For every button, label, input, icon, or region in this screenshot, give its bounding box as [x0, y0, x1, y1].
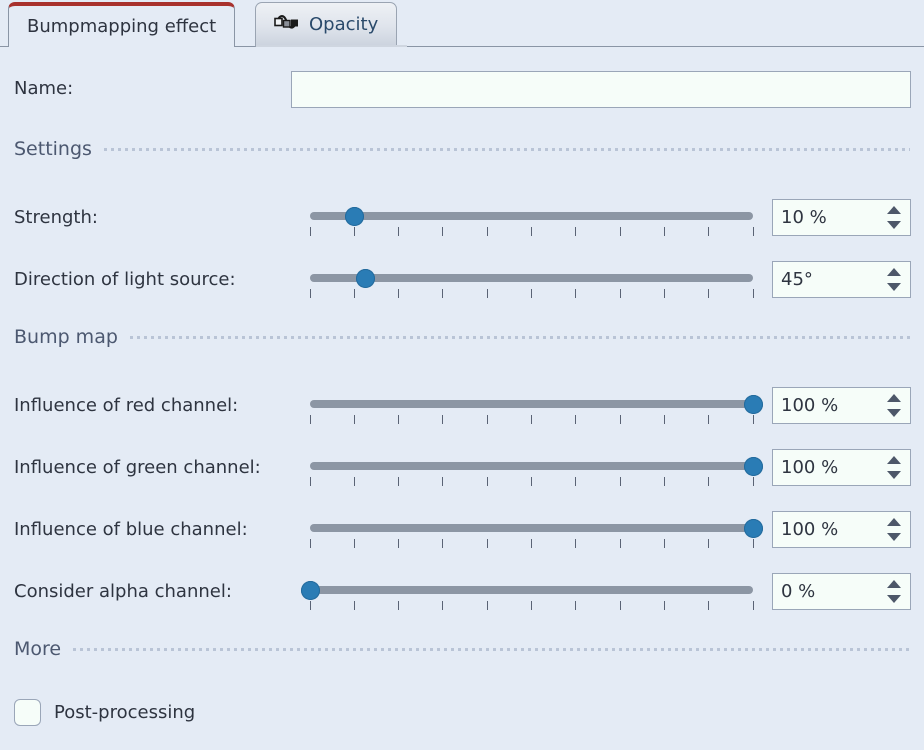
spin-up-arrow-icon[interactable] — [887, 580, 901, 588]
slider-ticks — [309, 227, 754, 236]
slider[interactable] — [309, 269, 754, 298]
tab-bumpmapping-effect[interactable]: Bumpmapping effect — [8, 2, 236, 47]
spinbox[interactable]: 0 % — [772, 573, 911, 610]
spin-up-arrow-icon[interactable] — [887, 268, 901, 276]
slider-track[interactable] — [310, 462, 753, 470]
row-label: Influence of blue channel: — [14, 519, 248, 540]
section-bump-map-title: Bump map — [14, 326, 118, 348]
slider-track[interactable] — [310, 274, 753, 282]
section-more: More — [0, 636, 924, 662]
slider-ticks — [309, 289, 754, 298]
section-bump-map: Bump map — [0, 324, 924, 350]
spinbox[interactable]: 100 % — [772, 511, 911, 548]
opacity-curve-icon — [274, 13, 300, 37]
post-processing-checkbox[interactable] — [14, 699, 41, 726]
name-label: Name: — [14, 78, 74, 99]
spin-down-arrow-icon[interactable] — [887, 221, 901, 229]
spinbox-buttons — [878, 512, 910, 547]
spinbox-value[interactable]: 100 % — [781, 519, 839, 540]
slider-handle[interactable] — [345, 207, 365, 226]
spinbox[interactable]: 45° — [772, 261, 911, 298]
tab-bar-underline — [0, 46, 924, 47]
spin-up-arrow-icon[interactable] — [887, 518, 901, 526]
spin-down-arrow-icon[interactable] — [887, 533, 901, 541]
slider-handle[interactable] — [744, 519, 763, 538]
spinbox-value[interactable]: 0 % — [781, 581, 816, 602]
slider[interactable] — [309, 207, 754, 236]
spinbox-buttons — [878, 262, 910, 297]
spin-down-arrow-icon[interactable] — [887, 409, 901, 417]
slider-track[interactable] — [310, 524, 753, 532]
tab-bumpmapping-effect-label: Bumpmapping effect — [27, 15, 217, 37]
row-label: Consider alpha channel: — [14, 581, 232, 602]
spinbox[interactable]: 10 % — [772, 199, 911, 236]
slider-handle[interactable] — [744, 395, 763, 414]
spinbox-value[interactable]: 10 % — [781, 207, 827, 228]
spinbox[interactable]: 100 % — [772, 449, 911, 486]
row-label: Influence of green channel: — [14, 457, 261, 478]
tab-bar: Bumpmapping effect Opacity — [0, 0, 924, 48]
section-settings: Settings — [0, 136, 924, 162]
slider-handle[interactable] — [301, 581, 320, 600]
tab-opacity-label: Opacity — [309, 13, 379, 35]
spinbox-buttons — [878, 388, 910, 423]
section-settings-divider — [103, 147, 910, 151]
slider-ticks — [309, 539, 754, 548]
slider-ticks — [309, 601, 754, 610]
spin-up-arrow-icon[interactable] — [887, 206, 901, 214]
spinbox-buttons — [878, 200, 910, 235]
spinbox-value[interactable]: 45° — [781, 269, 813, 290]
section-more-divider — [73, 647, 910, 651]
spinbox[interactable]: 100 % — [772, 387, 911, 424]
slider[interactable] — [309, 395, 763, 424]
slider-track[interactable] — [310, 586, 753, 594]
slider[interactable] — [301, 581, 754, 610]
section-settings-title: Settings — [14, 138, 92, 160]
slider-handle[interactable] — [744, 457, 763, 476]
spinbox-buttons — [878, 574, 910, 609]
name-input[interactable] — [291, 71, 911, 108]
section-more-title: More — [14, 638, 62, 660]
row-label: Strength: — [14, 207, 98, 228]
slider-track[interactable] — [310, 212, 753, 220]
slider[interactable] — [309, 457, 763, 486]
spin-down-arrow-icon[interactable] — [887, 595, 901, 603]
tab-inactive-bottom-mask — [256, 45, 407, 47]
row-label: Direction of light source: — [14, 269, 236, 290]
slider-ticks — [309, 477, 754, 486]
spinbox-value[interactable]: 100 % — [781, 395, 839, 416]
post-processing-label: Post-processing — [54, 702, 196, 723]
slider-ticks — [309, 415, 754, 424]
slider[interactable] — [309, 519, 763, 548]
section-bump-map-divider — [129, 335, 910, 339]
spin-up-arrow-icon[interactable] — [887, 394, 901, 402]
slider-handle[interactable] — [356, 269, 376, 288]
post-processing-row[interactable]: Post-processing — [14, 699, 195, 726]
row-label: Influence of red channel: — [14, 395, 239, 416]
spinbox-buttons — [878, 450, 910, 485]
spin-up-arrow-icon[interactable] — [887, 456, 901, 464]
spin-down-arrow-icon[interactable] — [887, 283, 901, 291]
spin-down-arrow-icon[interactable] — [887, 471, 901, 479]
spinbox-value[interactable]: 100 % — [781, 457, 839, 478]
tab-opacity[interactable]: Opacity — [255, 2, 398, 47]
slider-track[interactable] — [310, 400, 753, 408]
